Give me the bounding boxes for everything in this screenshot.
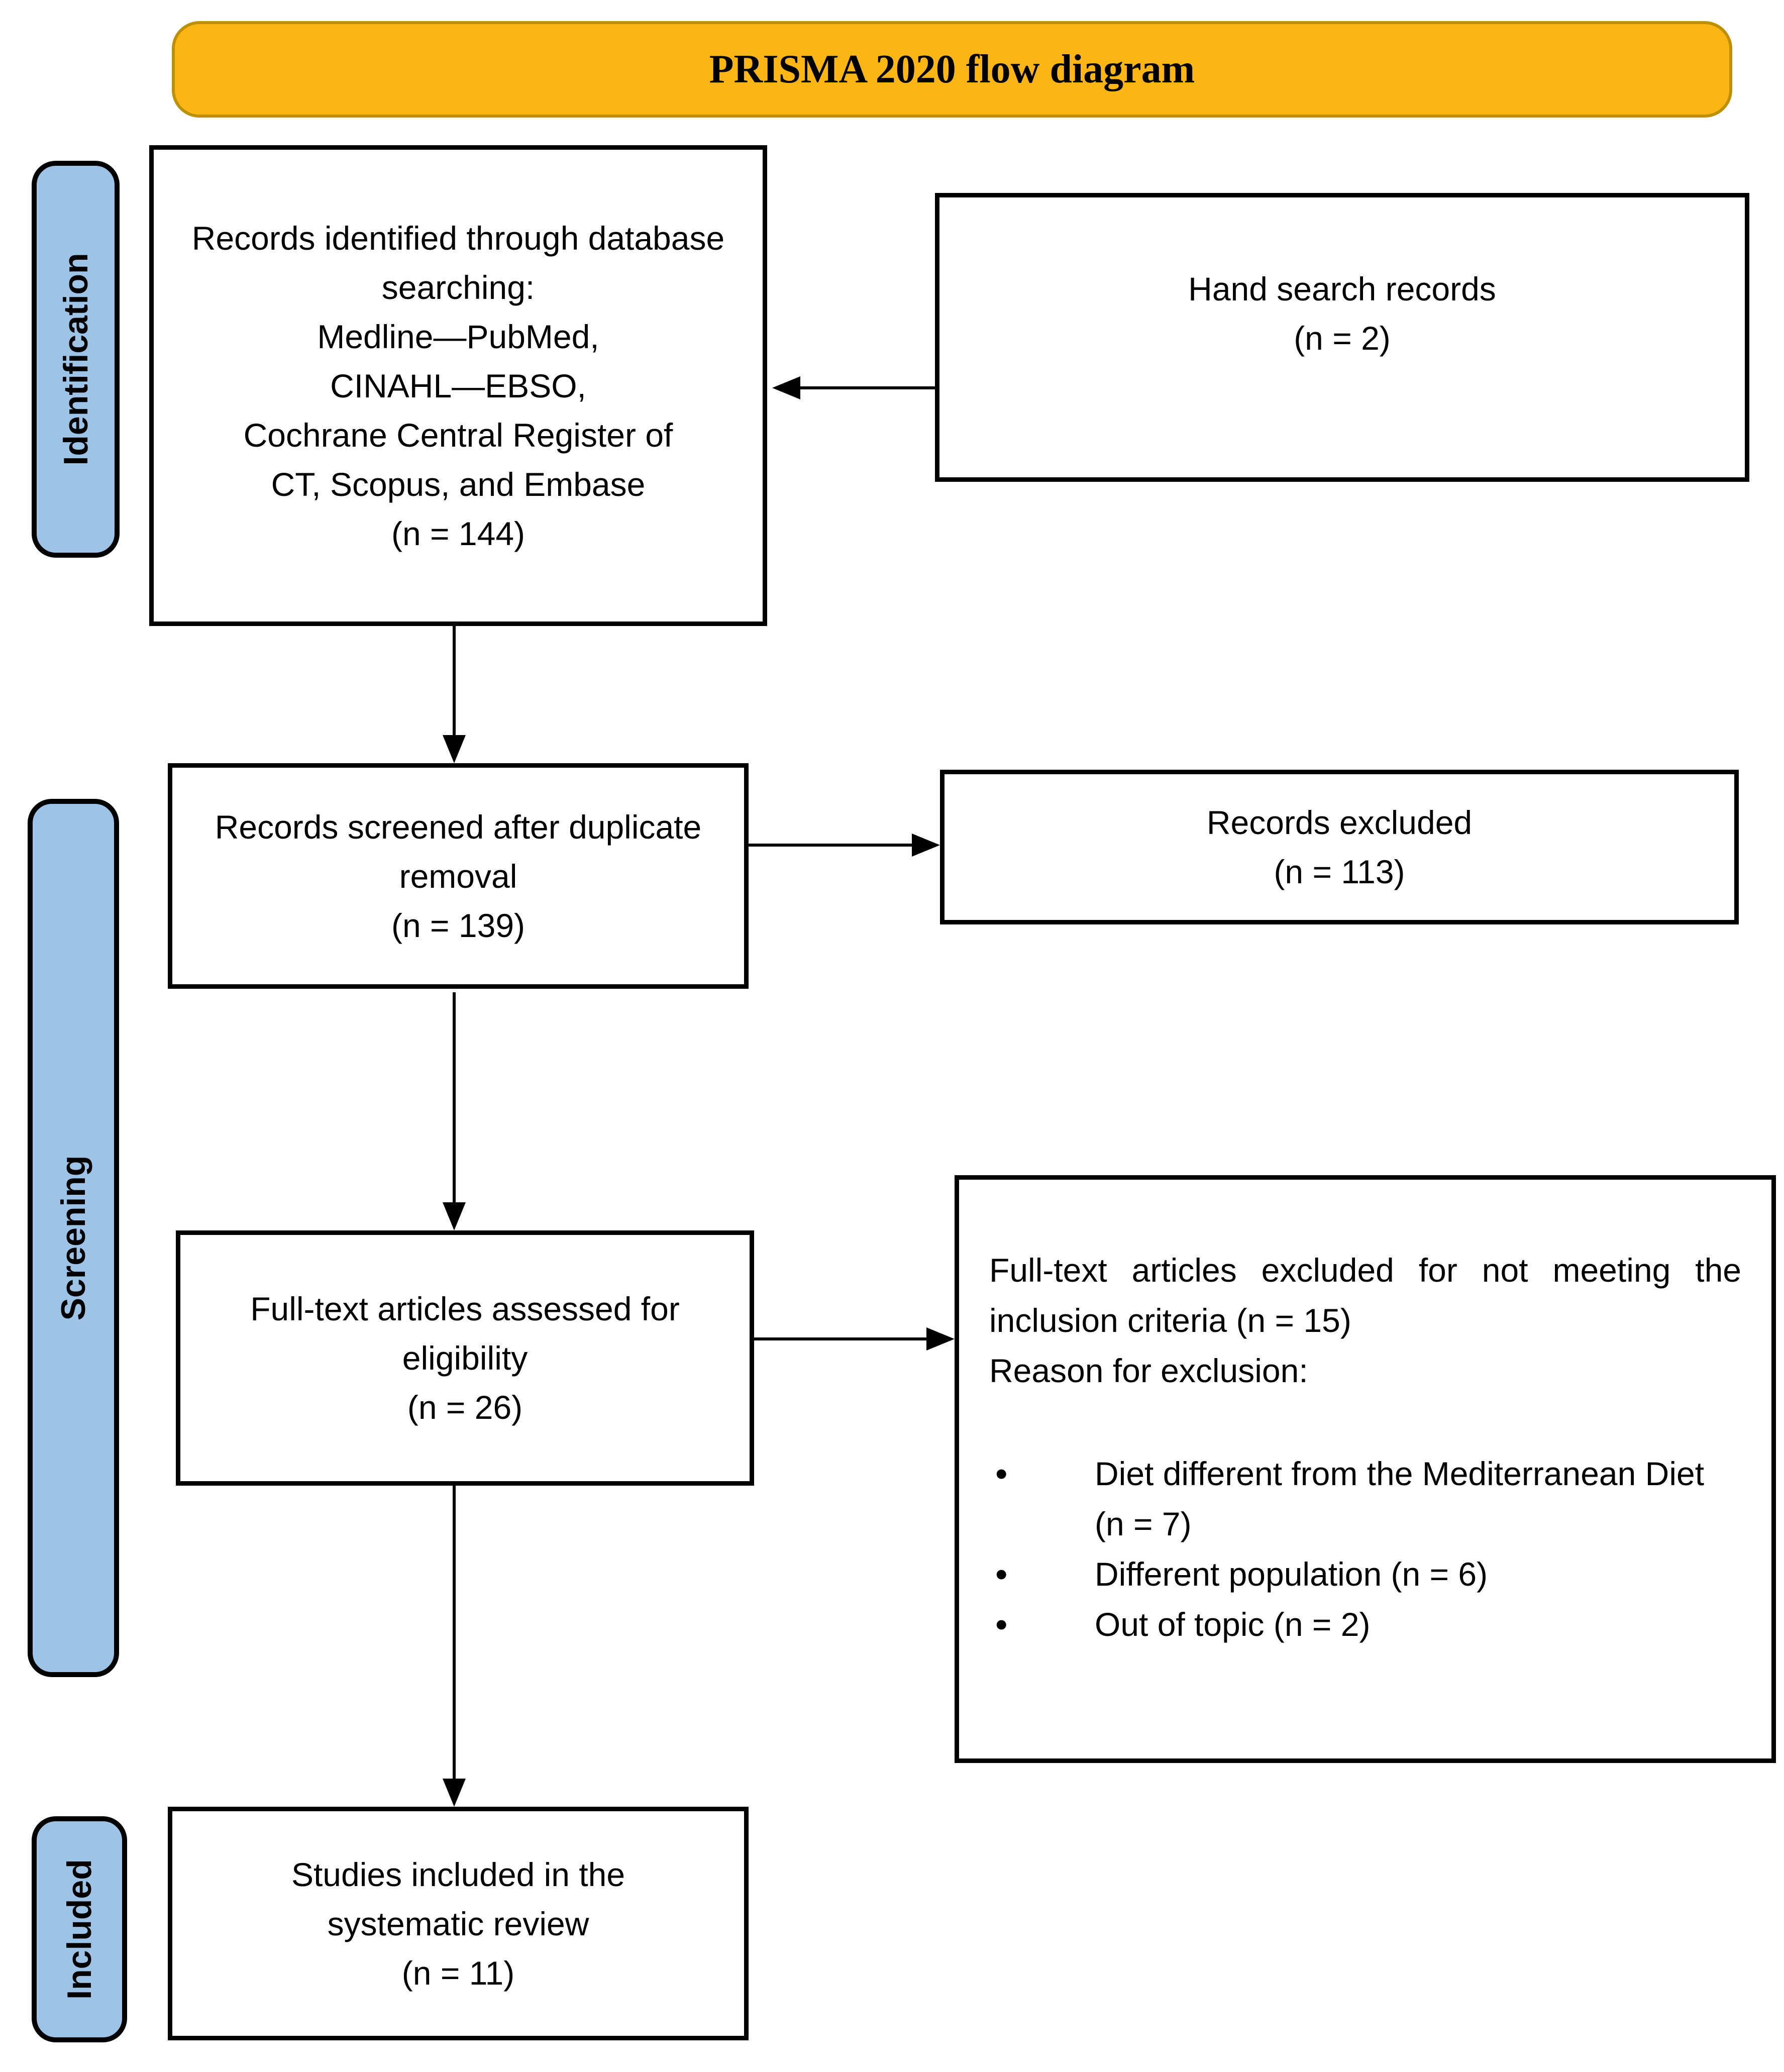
list-item: • Out of topic (n = 2) (989, 1599, 1741, 1649)
arrowhead-right-icon (926, 1327, 955, 1351)
box-line: (n = 113) (1274, 853, 1405, 890)
stage-screening-label: Screening (54, 1155, 92, 1321)
box-line: Hand search records (1188, 270, 1496, 307)
box-records-excluded: Records excluded (n = 113) (940, 770, 1739, 924)
exclusion-paragraph: Full-text articles excluded for not meet… (989, 1252, 1741, 1339)
box-line: Records excluded (1206, 804, 1473, 841)
exclusion-reason-label: Reason for exclusion: (989, 1352, 1308, 1389)
arrowhead-right-icon (912, 834, 940, 857)
arrow-full-text-to-excluded (754, 1327, 955, 1351)
stage-identification-label: Identification (56, 253, 95, 466)
arrow-shaft (749, 844, 913, 847)
box-line: (n = 2) (1294, 320, 1391, 357)
exclusion-reason: Out of topic (n = 2) (1095, 1606, 1371, 1643)
stage-included: Included (32, 1816, 127, 2042)
title-banner: PRISMA 2020 flow diagram (172, 21, 1732, 118)
box-line: CT, Scopus, and Embase (271, 465, 646, 503)
bullet-icon: • (995, 1454, 1008, 1493)
arrow-screened-to-excluded (749, 834, 940, 857)
box-line: eligibility (402, 1339, 528, 1377)
stage-included-label: Included (60, 1859, 98, 2000)
box-studies-included: Studies included in the systematic revie… (168, 1807, 749, 2040)
arrow-shaft (799, 386, 935, 389)
list-item: • Different population (n = 6) (989, 1549, 1741, 1599)
box-line: (n = 144) (391, 514, 525, 552)
diagram-title: PRISMA 2020 flow diagram (709, 47, 1195, 91)
box-line: Full-text articles assessed for (250, 1290, 680, 1327)
box-line: Medline—PubMed, (317, 318, 599, 355)
list-item: • Diet different from the Mediterranean … (989, 1448, 1741, 1549)
arrow-shaft (754, 1337, 927, 1340)
arrowhead-down-icon (443, 1202, 466, 1230)
box-line: systematic review (327, 1905, 589, 1942)
arrow-shaft (453, 626, 456, 736)
arrowhead-left-icon (772, 376, 800, 399)
bullet-icon: • (995, 1555, 1008, 1594)
box-line: Records identified through database (191, 219, 725, 257)
arrow-identified-to-screened (443, 626, 466, 763)
arrow-hand-search-to-identified (772, 376, 935, 399)
box-line: Records screened after duplicate (215, 808, 702, 846)
box-full-text-assessed: Full-text articles assessed for eligibil… (176, 1230, 754, 1486)
arrowhead-down-icon (443, 735, 466, 763)
exclusion-reason-list: • Diet different from the Mediterranean … (989, 1448, 1741, 1649)
bullet-icon: • (995, 1605, 1008, 1644)
box-line: (n = 11) (401, 1954, 515, 1992)
box-line: removal (399, 857, 517, 895)
arrow-full-text-to-included (443, 1486, 466, 1807)
arrowhead-down-icon (443, 1779, 466, 1807)
box-full-text-excluded: Full-text articles excluded for not meet… (955, 1175, 1776, 1763)
box-line: (n = 139) (391, 906, 525, 944)
box-line: searching: (381, 268, 535, 306)
stage-screening: Screening (28, 799, 119, 1677)
box-hand-search: Hand search records (n = 2) (935, 193, 1749, 482)
arrow-screened-to-full-text (443, 992, 466, 1230)
arrow-shaft (453, 1486, 456, 1780)
box-line: Cochrane Central Register of (243, 416, 673, 454)
box-records-screened: Records screened after duplicate removal… (168, 763, 749, 989)
arrow-shaft (453, 992, 456, 1203)
box-records-identified: Records identified through database sear… (149, 145, 767, 626)
box-line: (n = 26) (407, 1389, 523, 1426)
exclusion-reason: Different population (n = 6) (1095, 1556, 1488, 1593)
exclusion-reason: Diet different from the Mediterranean Di… (1095, 1455, 1705, 1542)
box-line: Studies included in the (291, 1855, 625, 1893)
box-line: CINAHL—EBSO, (330, 367, 586, 404)
stage-identification: Identification (32, 161, 120, 558)
